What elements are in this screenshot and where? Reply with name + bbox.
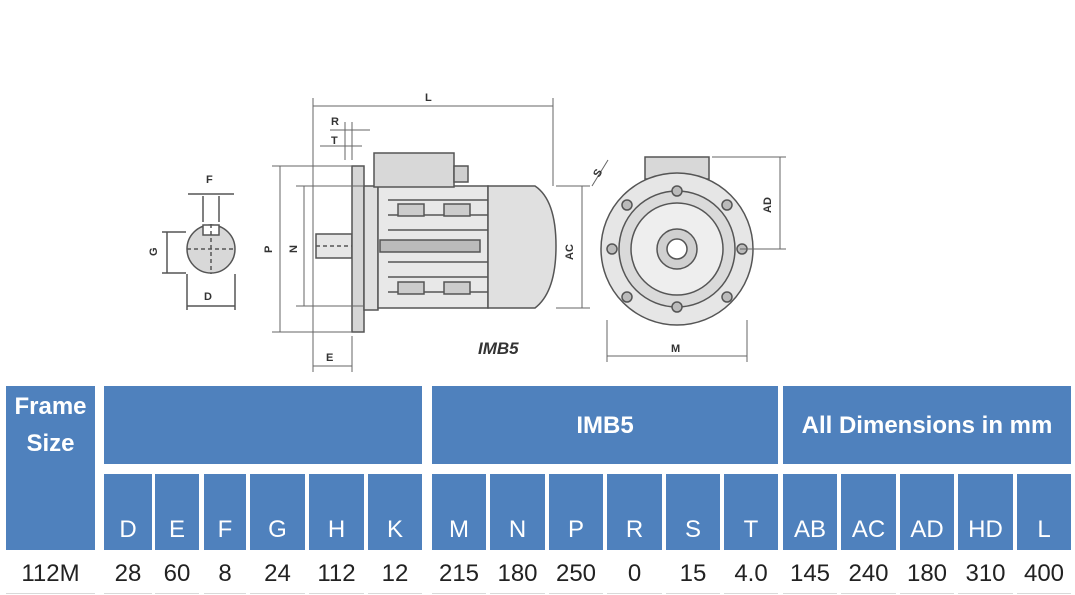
value-L: 400 (1017, 555, 1071, 594)
front-view-dimensions (591, 156, 786, 362)
motor-side-view (315, 152, 557, 333)
col-header-L: L (1017, 474, 1071, 550)
col-header-F: F (204, 474, 246, 550)
imb5-group-header: IMB5 (432, 386, 778, 464)
value-AB: 145 (783, 555, 837, 594)
value-S: 15 (666, 555, 720, 594)
frame-size-header-fill (6, 464, 95, 550)
mount-type-label: IMB5 (478, 339, 519, 358)
dim-label-S: S (591, 167, 605, 179)
dim-label-F: F (206, 174, 213, 186)
shaft-cross-section (162, 193, 236, 310)
col-header-AB: AB (783, 474, 837, 550)
dim-label-P: P (263, 246, 275, 253)
value-H: 112 (309, 555, 364, 594)
col-header-N: N (490, 474, 545, 550)
value-N: 180 (490, 555, 545, 594)
value-R: 0 (607, 555, 662, 594)
value-P: 250 (549, 555, 603, 594)
value-E: 60 (155, 555, 199, 594)
dim-label-L: L (425, 92, 432, 104)
value-HD: 310 (958, 555, 1013, 594)
dimensions-unit-header: All Dimensions in mm (783, 386, 1071, 464)
dim-label-AD: AD (762, 197, 774, 213)
dim-label-N: N (288, 245, 300, 253)
col-header-AD: AD (900, 474, 954, 550)
col-header-R: R (607, 474, 662, 550)
dim-label-AC: AC (564, 244, 576, 260)
col-header-S: S (666, 474, 720, 550)
side-view-dimensions (272, 98, 590, 372)
col-header-G: G (250, 474, 305, 550)
value-AD: 180 (900, 555, 954, 594)
dim-label-R: R (331, 116, 339, 128)
col-header-E: E (155, 474, 199, 550)
dim-label-D: D (204, 291, 212, 303)
shaft-dims-group-header (104, 386, 422, 464)
motor-dimension-drawing: L R T F G D P N E AC S AD M IMB5 (148, 92, 786, 372)
col-header-HD: HD (958, 474, 1013, 550)
col-header-AC: AC (841, 474, 896, 550)
value-AC: 240 (841, 555, 896, 594)
motor-front-view (600, 156, 754, 326)
col-header-D: D (104, 474, 152, 550)
frame-size-header: Frame Size (6, 386, 95, 464)
value-K: 12 (368, 555, 422, 594)
value-F: 8 (204, 555, 246, 594)
col-header-M: M (432, 474, 486, 550)
dim-label-M: M (671, 343, 680, 355)
dim-label-T: T (331, 135, 338, 147)
dim-label-G: G (148, 247, 160, 256)
value-G: 24 (250, 555, 305, 594)
col-header-K: K (368, 474, 422, 550)
frame-size-cell: 112M (6, 555, 95, 594)
col-header-T: T (724, 474, 778, 550)
value-T: 4.0 (724, 555, 778, 594)
value-M: 215 (432, 555, 486, 594)
dim-label-E: E (326, 352, 333, 364)
value-D: 28 (104, 555, 152, 594)
col-header-H: H (309, 474, 364, 550)
col-header-P: P (549, 474, 603, 550)
